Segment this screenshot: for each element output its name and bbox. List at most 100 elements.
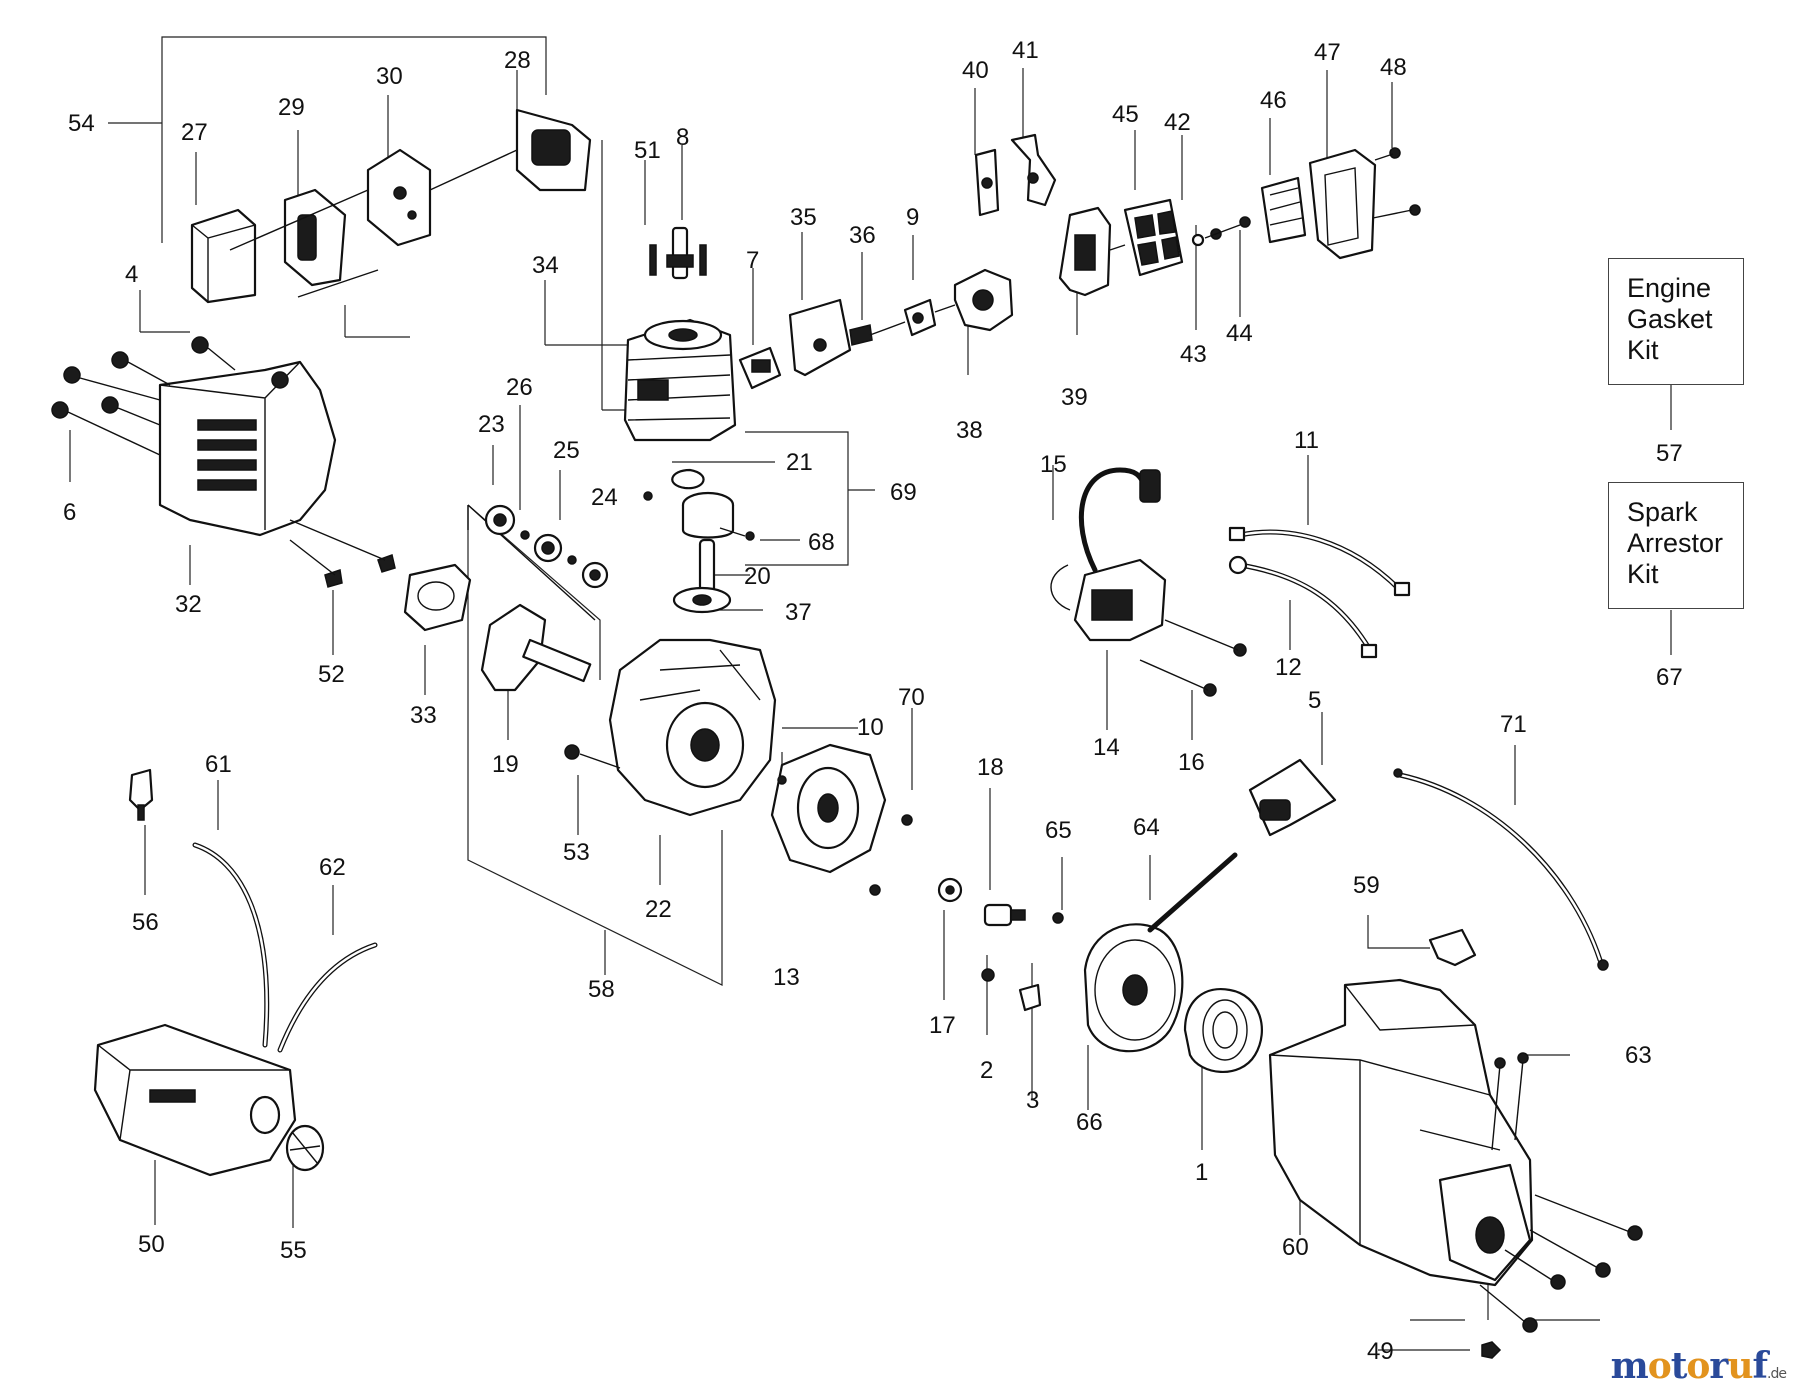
callout-10: 10 — [857, 714, 884, 741]
callout-54: 54 — [68, 110, 95, 137]
callout-6: 6 — [63, 499, 76, 526]
callout-8: 8 — [676, 124, 689, 151]
callout-5: 5 — [1308, 687, 1321, 714]
callout-21: 21 — [786, 449, 813, 476]
callout-27: 27 — [181, 119, 208, 146]
callout-68: 68 — [808, 529, 835, 556]
crankshaft-part-19 — [480, 603, 547, 692]
callout-32: 32 — [175, 591, 202, 618]
starter-group — [937, 758, 1337, 1073]
watermark-tld: .de — [1767, 1366, 1787, 1382]
callout-61: 61 — [205, 751, 232, 778]
callout-18: 18 — [977, 754, 1004, 781]
callout-39: 39 — [1061, 384, 1088, 411]
watermark-text: motoruf — [1610, 1345, 1768, 1387]
air-filter-part-46 — [1260, 176, 1307, 244]
callout-64: 64 — [1133, 814, 1160, 841]
clip-part-26 — [520, 530, 530, 540]
watermark-letter: u — [1727, 1345, 1753, 1387]
choke-lever-part-41 — [1010, 133, 1057, 207]
callout-67: 67 — [1656, 664, 1683, 691]
spark-arrestor-kit-line-1: Spark — [1627, 497, 1698, 527]
callout-17: 17 — [929, 1012, 956, 1039]
callout-65: 65 — [1045, 817, 1072, 844]
callout-25: 25 — [553, 437, 580, 464]
callout-13: 13 — [773, 964, 800, 991]
callout-34: 34 — [532, 252, 559, 279]
callout-1: 1 — [1195, 1159, 1208, 1186]
watermark-letter: t — [1670, 1345, 1688, 1387]
callout-46: 46 — [1260, 87, 1287, 114]
shroud-vents — [197, 419, 257, 491]
air-filter-cover-part-47 — [1308, 148, 1377, 260]
air-box-group — [974, 133, 1421, 297]
callout-33: 33 — [410, 702, 437, 729]
callout-28: 28 — [504, 47, 531, 74]
leader-lines — [69, 36, 1672, 1351]
callout-63: 63 — [1625, 1042, 1652, 1069]
air-filter-group — [190, 108, 592, 304]
watermark-logo: motoruf.de — [1610, 1345, 1787, 1387]
spark-arrestor-kit-line-2: Arrestor — [1627, 528, 1724, 558]
callout-23: 23 — [478, 411, 505, 438]
callout-56: 56 — [132, 909, 159, 936]
crankcase-group — [564, 638, 913, 896]
spark-arrestor-kit-box: Spark Arrestor Kit — [1608, 482, 1744, 609]
watermark-letter: f — [1752, 1345, 1768, 1387]
callout-45: 45 — [1112, 101, 1139, 128]
callout-49: 49 — [1367, 1338, 1394, 1365]
engine-gasket-kit-line-2: Gasket — [1627, 304, 1713, 334]
callout-62: 62 — [319, 854, 346, 881]
watermark-letter: o — [1686, 1345, 1710, 1387]
callout-52: 52 — [318, 661, 345, 688]
callout-12: 12 — [1275, 654, 1302, 681]
air-filter-part-27 — [190, 208, 257, 304]
callout-58: 58 — [588, 976, 615, 1003]
callout-70: 70 — [898, 684, 925, 711]
starter-handle-part-5 — [1248, 758, 1337, 837]
callout-55: 55 — [280, 1237, 307, 1264]
callout-57: 57 — [1656, 440, 1683, 467]
callout-60: 60 — [1282, 1234, 1309, 1261]
callout-41: 41 — [1012, 37, 1039, 64]
callout-43: 43 — [1180, 341, 1207, 368]
callout-29: 29 — [278, 94, 305, 121]
callout-47: 47 — [1314, 39, 1341, 66]
callout-24: 24 — [591, 484, 618, 511]
fuel-filter-part-56 — [128, 768, 154, 812]
callout-22: 22 — [645, 896, 672, 923]
callout-59: 59 — [1353, 872, 1380, 899]
seal-part-53 — [564, 744, 580, 760]
callout-15: 15 — [1040, 451, 1067, 478]
spark-plug-part-8 — [671, 226, 689, 280]
callout-4: 4 — [125, 261, 138, 288]
carburetor-adaptor-part-35 — [788, 298, 852, 377]
callout-44: 44 — [1226, 320, 1253, 347]
engine-gasket-kit-box: Engine Gasket Kit — [1608, 258, 1744, 385]
callout-numbers: 54 27 29 30 28 51 8 40 41 45 42 46 47 48… — [63, 37, 1683, 1365]
callout-51: 51 — [634, 137, 661, 164]
callout-20: 20 — [744, 563, 771, 590]
ignition-group — [1050, 467, 1411, 697]
callout-35: 35 — [790, 204, 817, 231]
pawl-part-3 — [1018, 983, 1042, 1012]
callout-71: 71 — [1500, 711, 1527, 738]
callout-66: 66 — [1076, 1109, 1103, 1136]
callout-3: 3 — [1026, 1087, 1039, 1114]
nut-part-49 — [1481, 1341, 1502, 1359]
crankcase-gasket-part-33 — [403, 563, 472, 632]
watermark-letter: m — [1610, 1345, 1649, 1387]
watermark-letter: r — [1709, 1345, 1728, 1387]
callout-11: 11 — [1294, 427, 1319, 454]
callout-9: 9 — [906, 204, 919, 231]
callout-40: 40 — [962, 57, 989, 84]
callout-30: 30 — [376, 63, 403, 90]
callout-2: 2 — [980, 1057, 993, 1084]
spark-arrestor-kit-line-3: Kit — [1627, 559, 1659, 589]
callout-36: 36 — [849, 222, 876, 249]
screw-part-70 — [901, 814, 913, 826]
cylinder-group — [623, 226, 1014, 442]
callout-7: 7 — [746, 247, 759, 274]
rewind-spring-part-1 — [1183, 987, 1263, 1073]
